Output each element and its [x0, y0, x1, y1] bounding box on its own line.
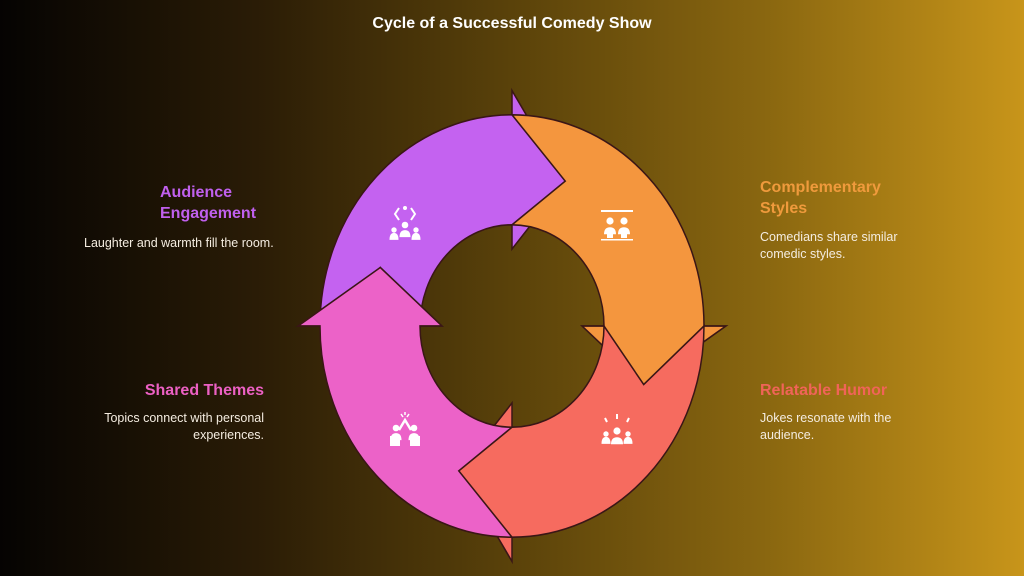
high-five-icon [390, 412, 420, 446]
cycle-arrow-shared-themes [295, 266, 515, 539]
diagram-title: Cycle of a Successful Comedy Show [372, 15, 652, 32]
step-desc-shared-themes: Topics connect with personal experiences… [104, 411, 264, 442]
step-label-shared-themes: Shared Themes [144, 382, 264, 399]
step-desc-complementary-styles: Comedians share similar comedic styles. [760, 230, 898, 261]
step-label-relatable-humor: Relatable Humor [760, 382, 888, 399]
comedian-duo-icon [601, 210, 633, 241]
audience-icon [389, 206, 421, 240]
crowd-heart-icon [601, 414, 633, 445]
step-label-complementary-styles: Complementary Styles [760, 179, 881, 217]
step-label-audience-engagement: Audience Engagement [160, 184, 257, 222]
step-desc-relatable-humor: Jokes resonate with the audience. [760, 411, 892, 442]
step-desc-audience-engagement: Laughter and warmth fill the room. [84, 236, 274, 250]
